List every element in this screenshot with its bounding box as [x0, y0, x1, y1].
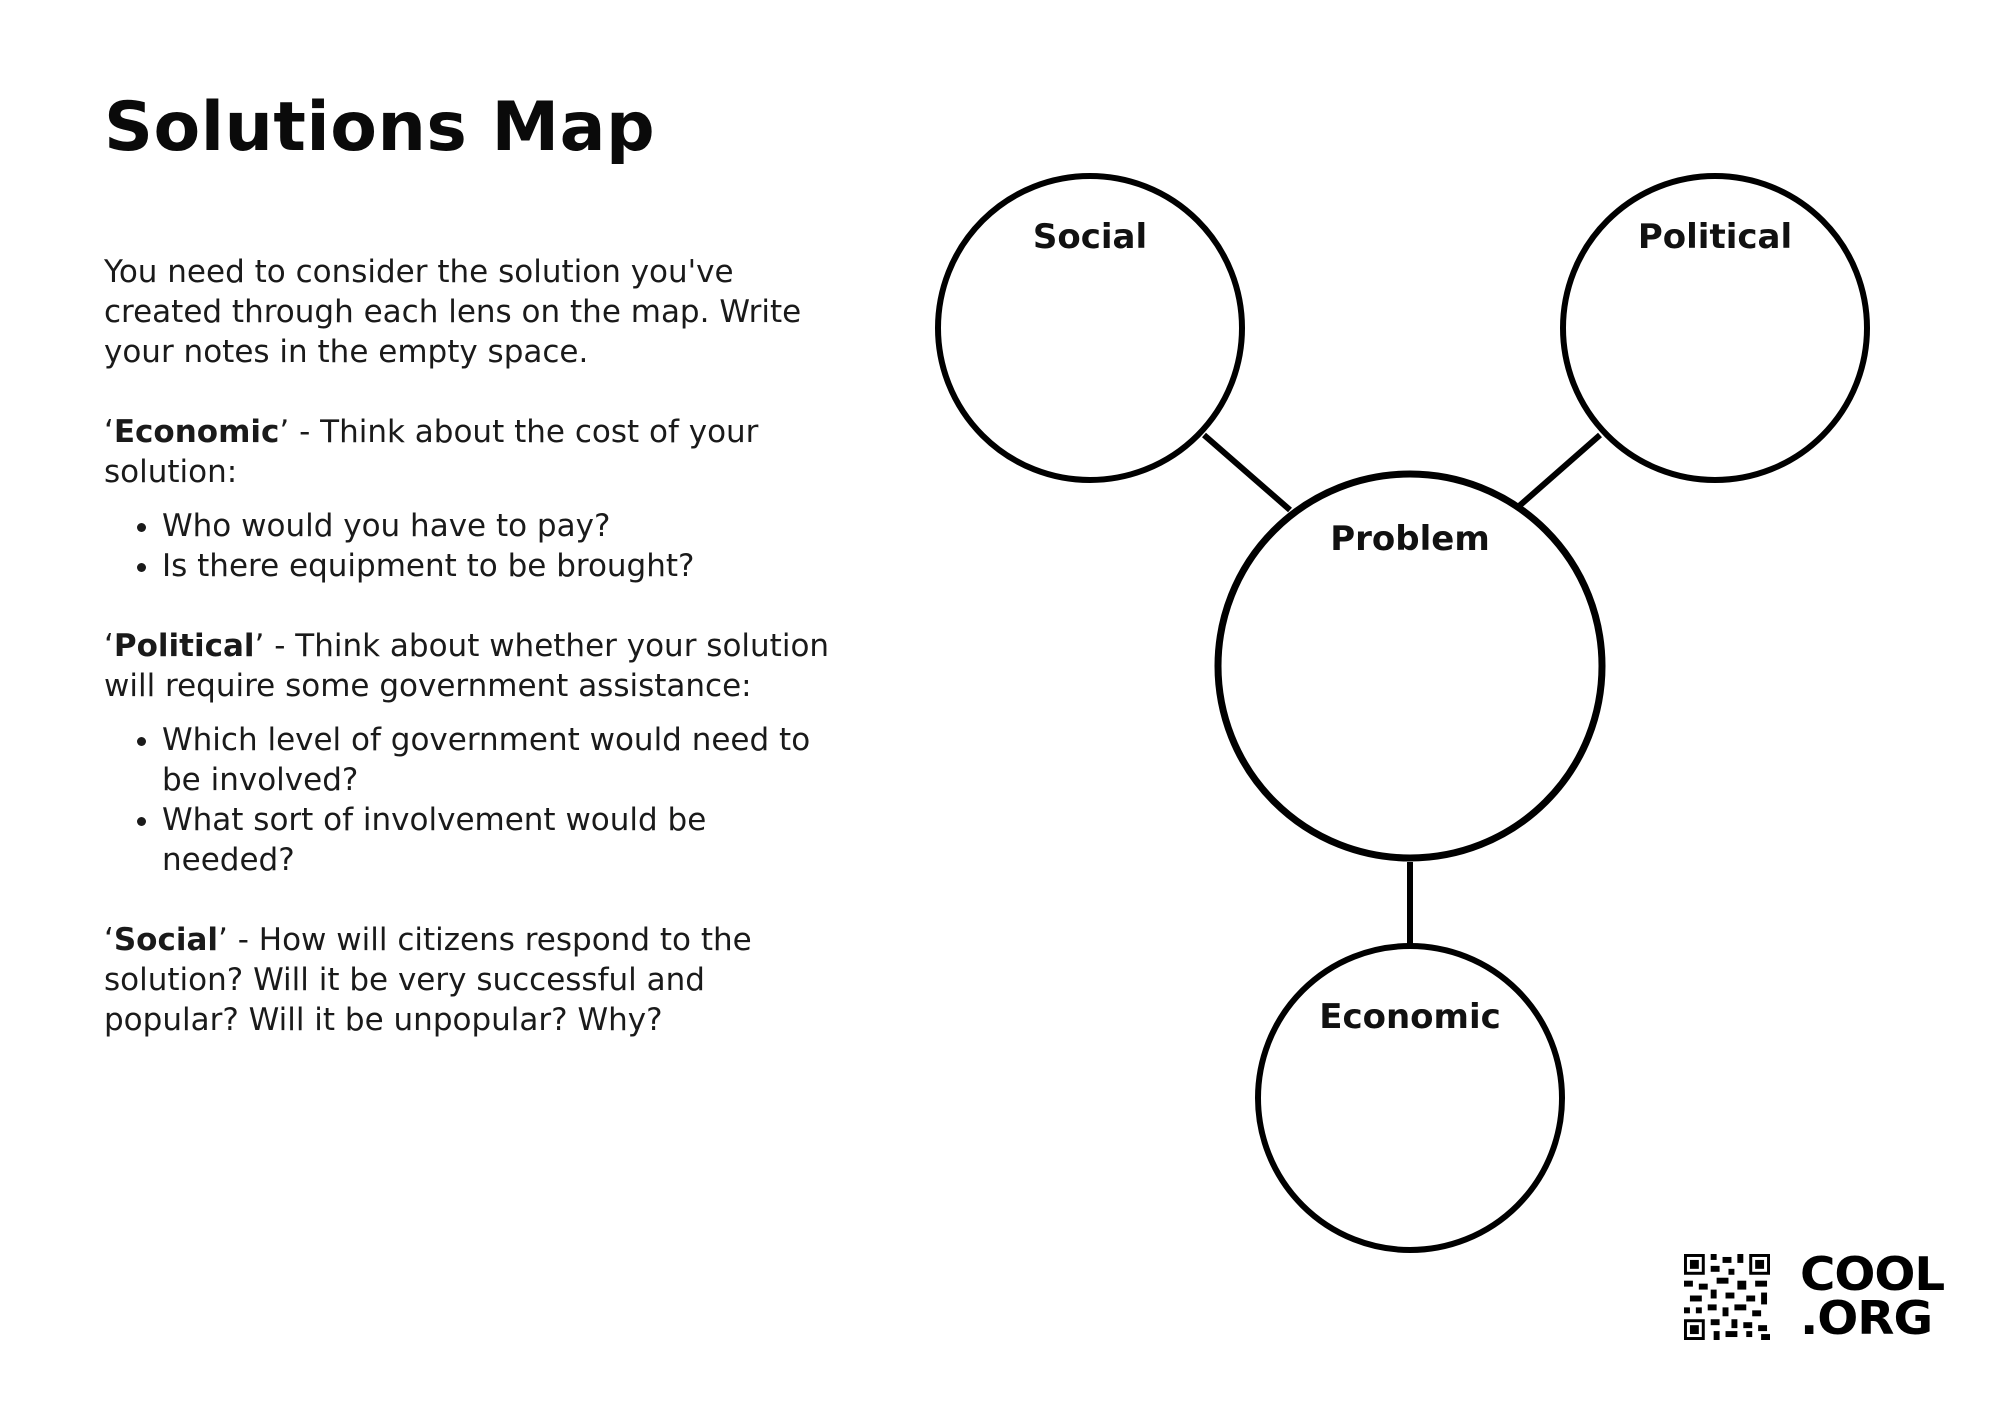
social-description: ‘Social’ - How will citizens respond to … [104, 922, 752, 1038]
problem-circle[interactable] [1214, 470, 1606, 862]
social-label: Social [1033, 217, 1147, 257]
social-term: Social [113, 922, 219, 958]
economic-description: ‘Economic’ - Think about the cost of you… [104, 414, 759, 490]
problem-label: Problem [1330, 519, 1490, 559]
political-connector [1516, 432, 1602, 510]
qr-code-icon [1684, 1254, 1770, 1340]
political-bullet-list: Which level of government would need to … [104, 720, 844, 880]
instructions: You need to consider the solution you've… [104, 252, 844, 1040]
political-description: ‘Political’ - Think about whether your s… [104, 628, 830, 704]
list-item: Which level of government would need to … [162, 720, 844, 800]
political-term: Political [113, 628, 255, 664]
economic-bullet-list: Who would you have to pay? Is there equi… [104, 506, 844, 586]
social-circle[interactable] [935, 173, 1245, 483]
political-circle[interactable] [1560, 173, 1870, 483]
intro-text: You need to consider the solution you've… [104, 254, 802, 370]
social-connector [1202, 432, 1292, 513]
cool-org-logo: COOL .ORG [1800, 1247, 1945, 1345]
list-item: Is there equipment to be brought? [162, 546, 844, 586]
economic-label: Economic [1319, 997, 1501, 1037]
political-label: Political [1638, 217, 1792, 257]
page-title: Solutions Map [104, 88, 656, 167]
list-item: Who would you have to pay? [162, 506, 844, 546]
economic-term: Economic [113, 414, 280, 450]
economic-circle[interactable] [1255, 943, 1565, 1253]
list-item: What sort of involvement would be needed… [162, 800, 844, 880]
